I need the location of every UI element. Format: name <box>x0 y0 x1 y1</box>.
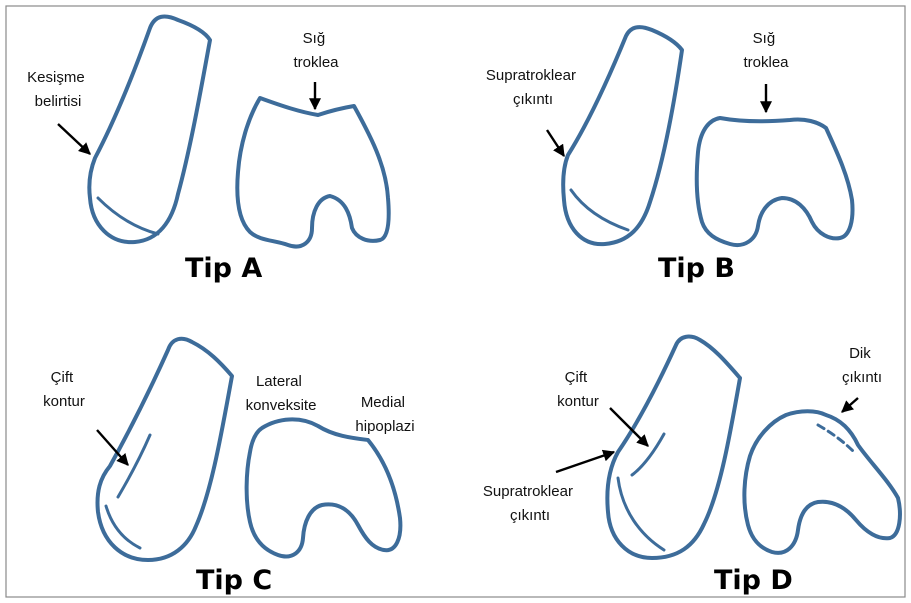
label-c-lateral-line-2: konveksite <box>246 397 317 414</box>
label-b-shallow-line-2: troklea <box>743 54 789 71</box>
label-a-shallow-line-2: troklea <box>293 54 339 71</box>
label-d-hook-line-1: Dik <box>849 345 871 362</box>
title-tip-b: Tip B <box>658 253 735 284</box>
label-b-supratrochlear-line-2: çıkıntı <box>513 91 553 108</box>
label-a-intersection-line-1: Kesişme <box>27 69 85 86</box>
label-d-double-line-2: kontur <box>557 393 599 410</box>
label-a-intersection-line-2: belirtisi <box>35 93 82 110</box>
label-b-supratrochlear-line-1: Supratroklear <box>486 67 576 84</box>
title-tip-d: Tip D <box>714 565 793 596</box>
label-a-shallow-line-1: Sığ <box>303 30 326 47</box>
label-c-double-line-2: kontur <box>43 393 85 410</box>
label-d-supratrochlear-line-2: çıkıntı <box>510 507 550 524</box>
label-c-medial-line-1: Medial <box>361 394 405 411</box>
label-c-lateral-line-1: Lateral <box>256 373 302 390</box>
title-tip-a: Tip A <box>185 253 262 284</box>
label-d-double-line-1: Çift <box>565 369 588 386</box>
label-b-shallow-line-1: Sığ <box>753 30 776 47</box>
figure-frame <box>6 6 905 597</box>
label-c-medial-line-2: hipoplazi <box>355 418 414 435</box>
title-tip-c: Tip C <box>196 565 272 596</box>
label-c-double-line-1: Çift <box>51 369 74 386</box>
label-d-supratrochlear-line-1: Supratroklear <box>483 483 573 500</box>
label-d-hook-line-2: çıkıntı <box>842 369 882 386</box>
